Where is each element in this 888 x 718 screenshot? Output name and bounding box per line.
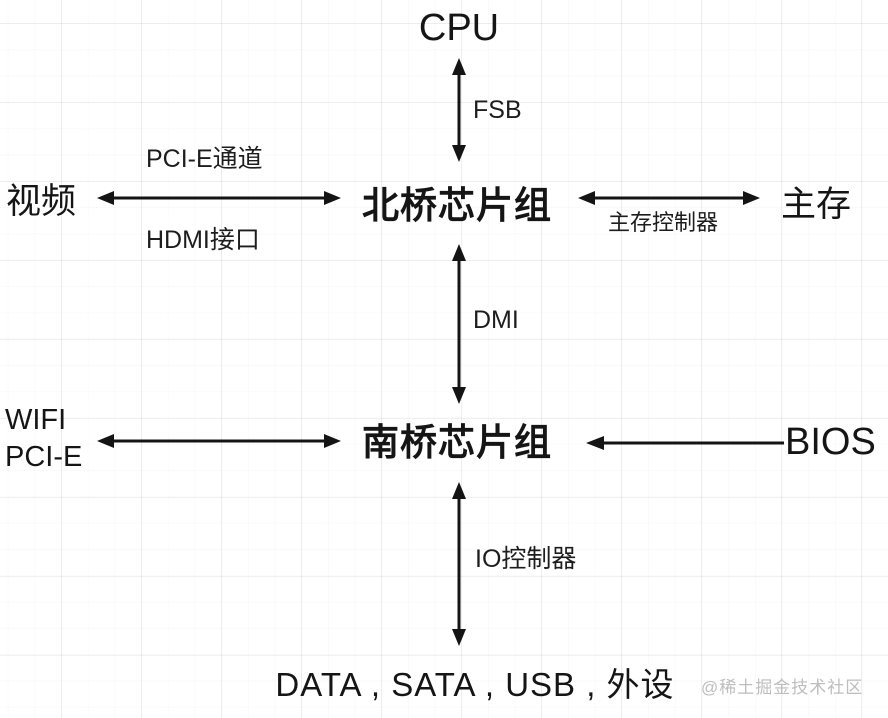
node-northbridge: 北桥芯片组 — [362, 185, 552, 226]
dmi-arrow — [452, 244, 466, 404]
watermark: @稀土掘金技术社区 — [701, 678, 864, 697]
node-bios: BIOS — [785, 421, 876, 463]
io-controller-label: IO控制器 — [475, 545, 577, 573]
node-wifi-pcie: WIFI PCI-E — [5, 402, 82, 476]
wifi-southbridge-arrow — [97, 434, 341, 448]
node-memory: 主存 — [781, 185, 852, 224]
node-video: 视频 — [6, 182, 77, 221]
pcie-channel-label: PCI-E通道 — [146, 145, 263, 173]
node-peripherals: DATA , SATA , USB , 外设 — [275, 666, 675, 703]
fsb-label: FSB — [473, 96, 522, 124]
dmi-label: DMI — [473, 306, 519, 334]
fsb-arrow — [452, 58, 466, 162]
wifi-line: WIFI — [5, 404, 67, 436]
northbridge-memory-arrow — [578, 191, 760, 205]
node-southbridge: 南桥芯片组 — [362, 422, 552, 463]
video-northbridge-arrow — [97, 191, 341, 205]
bios-southbridge-arrow — [586, 436, 784, 450]
io-controller-arrow — [452, 482, 466, 646]
hdmi-label: HDMI接口 — [146, 226, 260, 254]
pcie-line: PCI-E — [5, 441, 83, 473]
node-cpu: CPU — [418, 7, 500, 49]
memory-controller-label: 主存控制器 — [608, 210, 719, 235]
